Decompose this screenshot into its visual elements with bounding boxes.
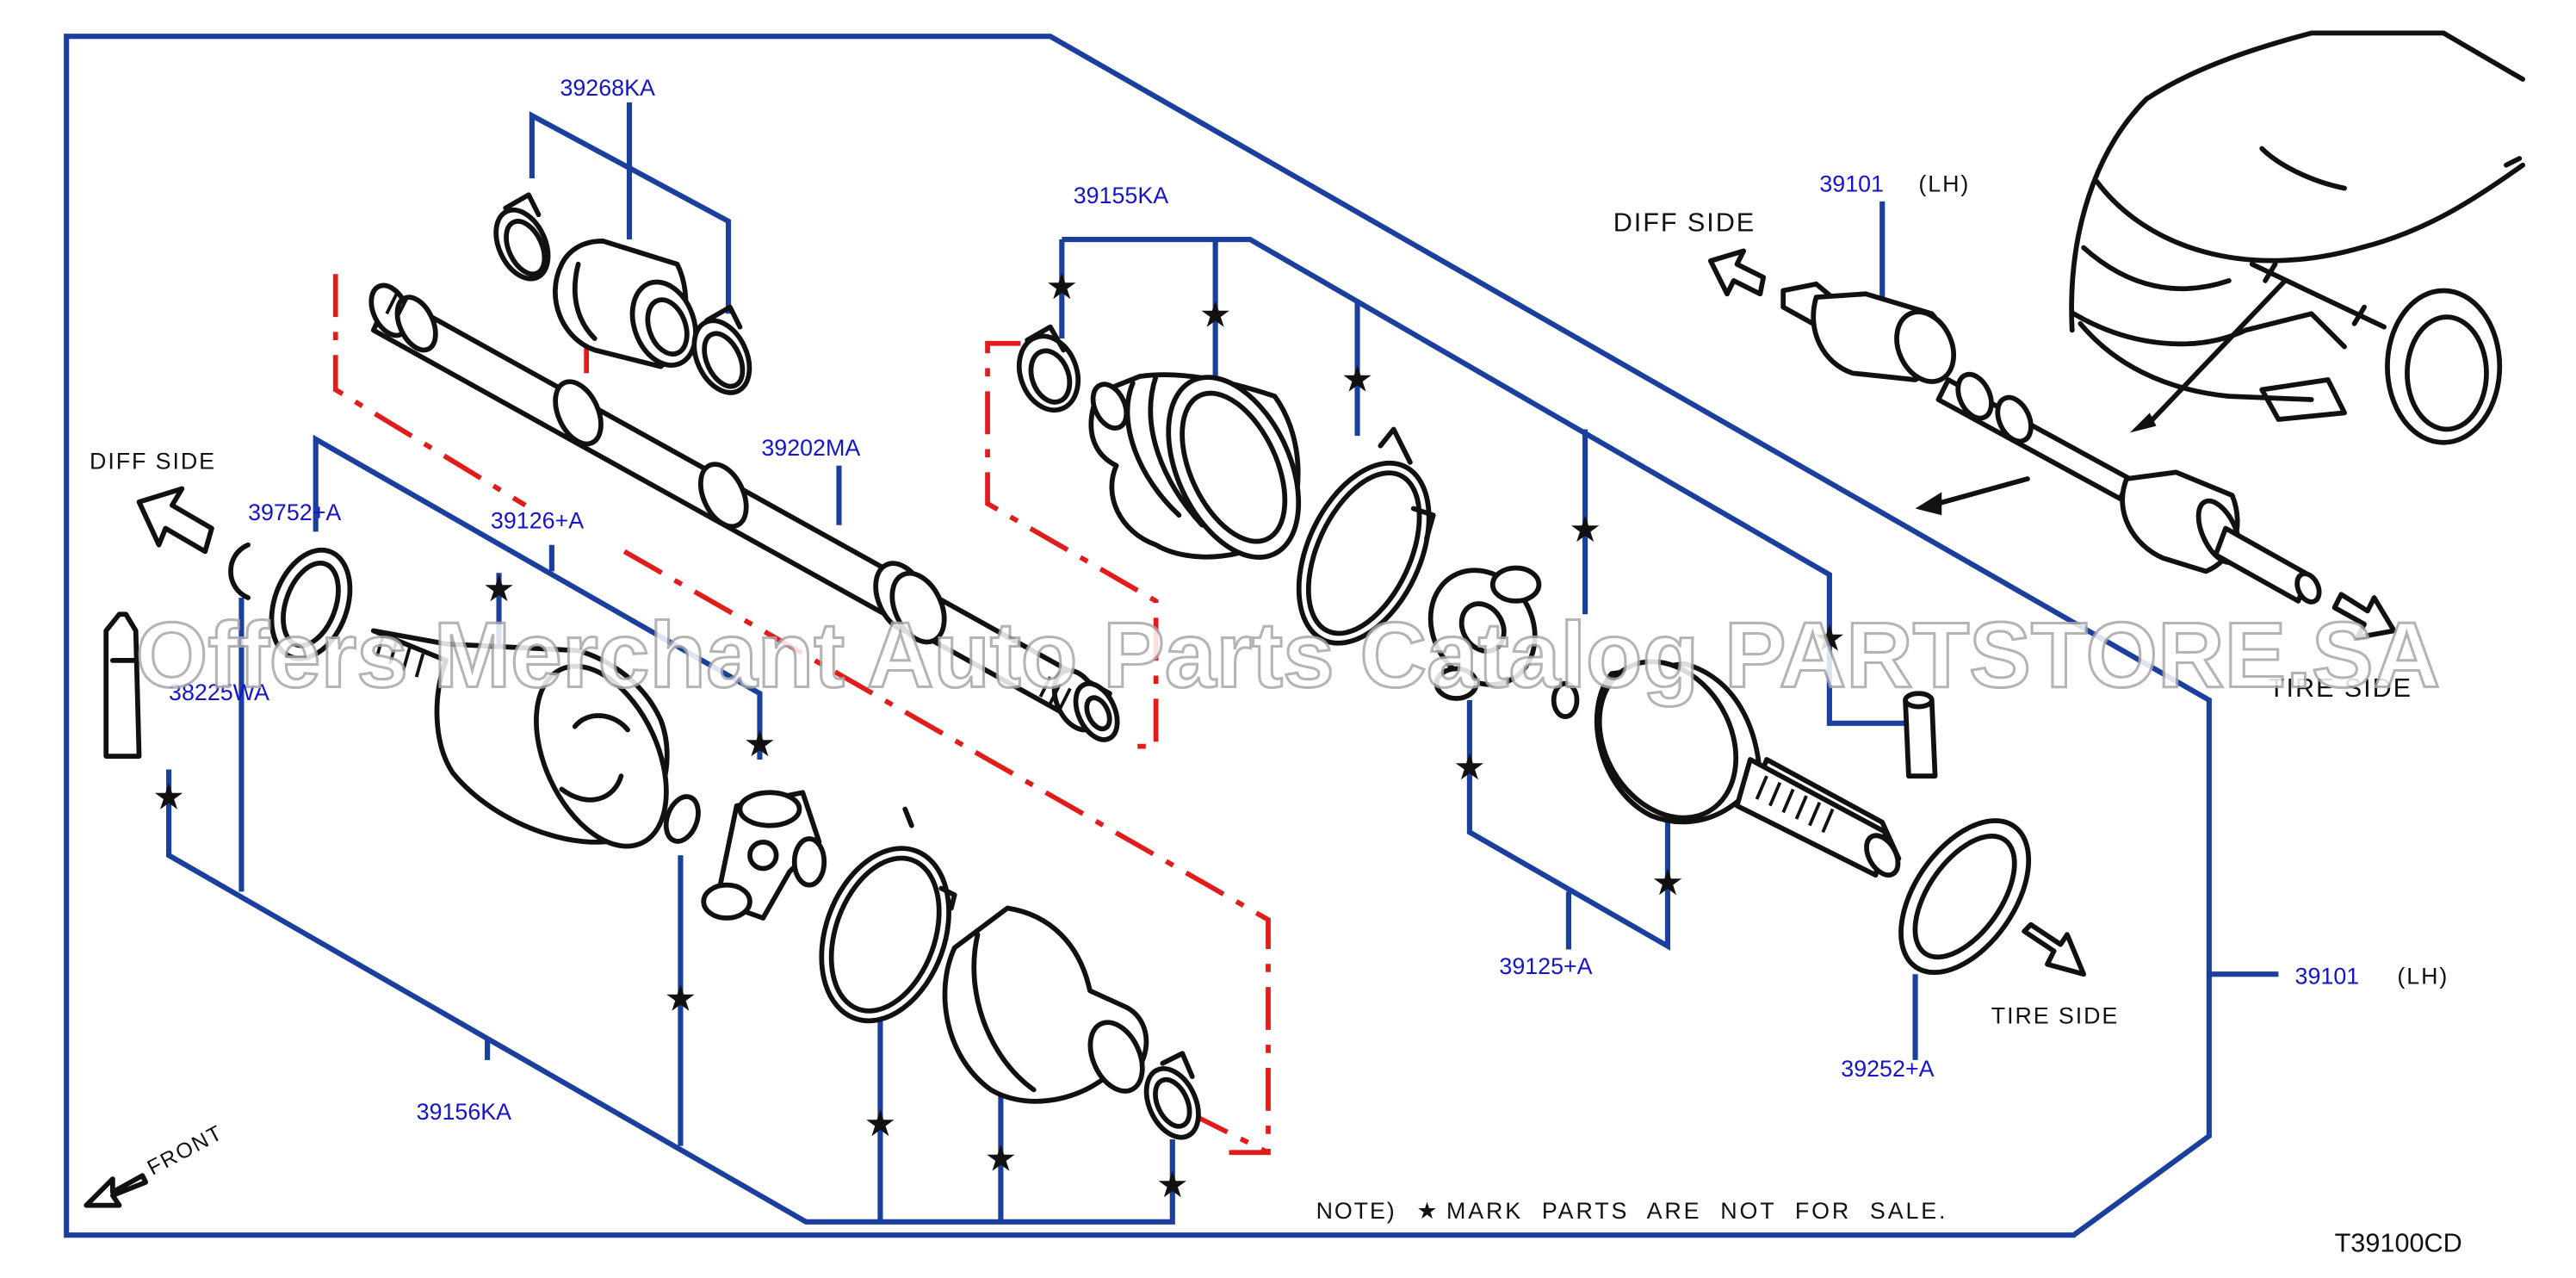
label-38225WA[interactable]: 38225WA — [169, 679, 269, 705]
snap-ring-small — [663, 794, 701, 844]
boot-clamp-outer — [1016, 324, 1081, 413]
part-labels: 39268KA 39202MA 39155KA 39101 (LH) 39752… — [169, 75, 2449, 1125]
star-marker: ★ — [744, 723, 777, 765]
diagram-code: T39100CD — [2335, 1228, 2462, 1257]
spider-assembly — [701, 790, 827, 921]
oil-seal-left — [269, 547, 353, 661]
grease-tube-right — [1903, 691, 1938, 779]
grease-tube-left — [103, 611, 142, 760]
dust-shield — [1898, 818, 2032, 976]
label-39101-top[interactable]: 39101 — [1819, 171, 1884, 196]
boot-clamp-inner — [1143, 1051, 1201, 1140]
label-39155KA[interactable]: 39155KA — [1074, 183, 1168, 208]
note-star: ★ — [1417, 1198, 1438, 1225]
diff-side-arrow-top — [1707, 248, 1767, 297]
star-marker: ★ — [1813, 617, 1846, 659]
star-marker: ★ — [1569, 508, 1601, 550]
star-marker: ★ — [1045, 265, 1078, 307]
watermark: Offers Merchant Auto Parts Catalog PARTS… — [136, 604, 2440, 707]
star-marker: ★ — [483, 568, 516, 610]
phantom-lines — [332, 274, 1271, 1156]
boot-clamp-small-right — [691, 304, 752, 395]
note-line: NOTE) ★ MARK PARTS ARE NOT FOR SALE. — [1316, 1198, 1947, 1225]
label-39752A[interactable]: 39752+A — [248, 499, 341, 525]
label-39126A[interactable]: 39126+A — [491, 508, 584, 534]
vehicle-inset — [2069, 30, 2526, 445]
label-39268KA[interactable]: 39268KA — [560, 75, 654, 101]
label-39101-right[interactable]: 39101 — [2295, 964, 2360, 990]
label-39252A[interactable]: 39252+A — [1841, 1056, 1934, 1082]
inner-joint-housing — [370, 628, 670, 849]
inner-boot — [942, 905, 1149, 1104]
star-marker: ★ — [1156, 1163, 1189, 1206]
outer-joint-housing — [1594, 659, 1902, 878]
diff-side-arrow-left — [136, 486, 214, 555]
tire-side-label-top: TIRE SIDE — [2269, 673, 2412, 703]
star-marker: ★ — [1199, 294, 1232, 336]
boot-band-inner — [819, 806, 957, 1024]
star-markers: ★ ★ ★ ★ ★ ★ ★ ★ ★ ★ ★ ★ ★ ★ — [152, 265, 1846, 1206]
outer-boot — [1088, 372, 1302, 560]
tire-side-arrow-top — [2331, 592, 2397, 640]
diff-side-label-top: DIFF SIDE — [1613, 208, 1756, 237]
boot-clamp-small-left — [493, 192, 551, 282]
label-39101-top-side: (LH) — [1918, 171, 1970, 196]
star-marker: ★ — [152, 775, 185, 817]
diff-side-label-left: DIFF SIDE — [90, 449, 216, 475]
star-marker: ★ — [1453, 746, 1486, 788]
note-prefix: NOTE) — [1316, 1198, 1396, 1224]
boot-band-large — [1296, 426, 1436, 646]
circlip-left — [228, 542, 251, 600]
label-39156KA[interactable]: 39156KA — [417, 1099, 511, 1125]
star-marker: ★ — [665, 977, 697, 1019]
tire-side-arrow-bottom — [2022, 921, 2087, 977]
label-39101-right-side: (LH) — [2397, 964, 2449, 990]
front-arrow — [84, 1173, 149, 1208]
label-39202MA[interactable]: 39202MA — [761, 435, 860, 461]
drive-shaft — [368, 282, 1120, 742]
joint-inner-race — [1427, 565, 1580, 719]
star-marker: ★ — [984, 1137, 1017, 1179]
tire-side-label-bottom: TIRE SIDE — [1991, 1003, 2119, 1029]
label-39125A[interactable]: 39125+A — [1499, 953, 1592, 979]
inner-boot-small — [553, 239, 698, 369]
star-marker: ★ — [1341, 357, 1374, 400]
inset-arrow — [1915, 476, 2030, 516]
direction-arrows — [84, 248, 2397, 1208]
front-label: FRONT — [144, 1120, 227, 1180]
assembly-outline — [64, 34, 2212, 1238]
star-marker: ★ — [1651, 861, 1684, 903]
star-marker: ★ — [864, 1102, 897, 1145]
axle-inset — [1780, 281, 2322, 605]
note-text: MARK PARTS ARE NOT FOR SALE. — [1446, 1198, 1947, 1224]
